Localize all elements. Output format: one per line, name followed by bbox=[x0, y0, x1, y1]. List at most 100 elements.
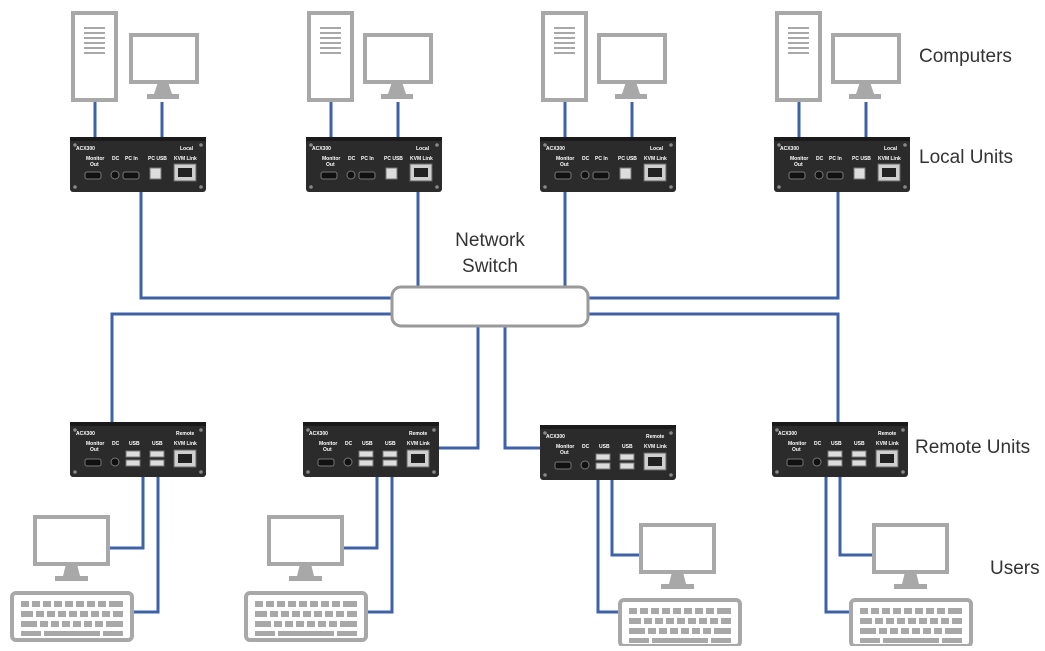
computer-4 bbox=[775, 11, 901, 102]
tower-icon bbox=[541, 11, 588, 102]
port-label-dc: DC bbox=[582, 156, 590, 162]
remote-units-row: ACX300 Remote Monitor Out DC USB USB KVM… bbox=[70, 422, 908, 480]
usb-b-port-icon bbox=[149, 167, 162, 180]
cable-computer-4-to-local-4 bbox=[797, 100, 868, 137]
hdmi-port-icon bbox=[122, 171, 140, 180]
user-4 bbox=[849, 523, 973, 648]
port-label-dc: DC bbox=[112, 441, 120, 447]
cables bbox=[93, 100, 874, 614]
port-label-usb: USB bbox=[599, 444, 610, 450]
cable-local-1-to-switch bbox=[139, 192, 392, 300]
hdmi-port-icon bbox=[826, 171, 844, 180]
dc-port-icon bbox=[110, 170, 120, 180]
port-label-usb: USB bbox=[854, 441, 865, 447]
port-label-monitor-out: Out bbox=[90, 162, 99, 168]
port-label-kvm-link: KVM Link bbox=[174, 441, 197, 447]
computer-1 bbox=[71, 11, 199, 102]
cable-remote-1-to-user-1 bbox=[110, 476, 160, 614]
port-label-monitor: Monitor bbox=[556, 444, 574, 450]
port-label-monitor-out: Out bbox=[794, 162, 803, 168]
keyboard-icon bbox=[618, 598, 742, 648]
port-label-monitor: Monitor bbox=[556, 156, 574, 162]
hdmi-port-icon bbox=[317, 458, 335, 467]
port-label-monitor: Monitor bbox=[788, 441, 806, 447]
port-label-dc: DC bbox=[816, 156, 824, 162]
device-type-text: Remote bbox=[646, 434, 665, 440]
local-unit-2: ACX300 Local Monitor Out DC PC In PC USB… bbox=[306, 137, 442, 192]
user-3 bbox=[618, 523, 742, 648]
device-model-text: ACX300 bbox=[76, 431, 95, 437]
local-units-row: ACX300 Local Monitor Out DC PC In PC USB… bbox=[70, 137, 910, 192]
network-switch-label: Network Switch bbox=[430, 228, 550, 280]
device-model-text: ACX300 bbox=[546, 434, 565, 440]
remote-unit-3: ACX300 Remote Monitor Out DC USB USB KVM… bbox=[540, 425, 676, 480]
port-label-usb: USB bbox=[831, 441, 842, 447]
dc-port-icon bbox=[580, 170, 590, 180]
cable-switch-to-remote-4 bbox=[588, 312, 840, 422]
port-label-usb: USB bbox=[385, 441, 396, 447]
device-model-text: ACX300 bbox=[778, 431, 797, 437]
tower-icon bbox=[71, 11, 118, 102]
usb-a-port-icon bbox=[382, 459, 398, 467]
monitor-icon bbox=[639, 523, 716, 589]
port-label-kvm-link: KVM Link bbox=[644, 444, 667, 450]
device-type-text: Local bbox=[180, 146, 194, 152]
cable-remote-3-to-user-3 bbox=[596, 480, 641, 614]
port-label-dc: DC bbox=[582, 444, 590, 450]
cable-remote-4-to-user-4 bbox=[824, 476, 874, 614]
port-label-pc-usb: PC USB bbox=[148, 156, 167, 162]
usb-a-port-icon bbox=[827, 459, 843, 467]
device-model-text: ACX300 bbox=[312, 146, 331, 152]
port-label-pc-usb: PC USB bbox=[618, 156, 637, 162]
cable-computer-1-to-local-1 bbox=[93, 100, 164, 137]
usb-b-port-icon bbox=[619, 167, 632, 180]
remote-unit-1: ACX300 Remote Monitor Out DC USB USB KVM… bbox=[70, 422, 206, 477]
monitor-icon bbox=[129, 33, 199, 99]
port-label-monitor-out: Out bbox=[792, 447, 801, 453]
device-type-text: Remote bbox=[878, 431, 897, 437]
port-label-monitor-out: Out bbox=[326, 162, 335, 168]
port-label-monitor: Monitor bbox=[322, 156, 340, 162]
dc-port-icon bbox=[346, 170, 356, 180]
monitor-icon bbox=[267, 515, 344, 581]
port-label-usb: USB bbox=[362, 441, 373, 447]
hdmi-port-icon bbox=[554, 461, 572, 470]
usb-a-port-icon bbox=[125, 450, 141, 458]
local-units-label: Local Units bbox=[919, 147, 1013, 168]
remote-units-label: Remote Units bbox=[915, 437, 1031, 458]
hdmi-port-icon bbox=[320, 171, 338, 180]
user-1 bbox=[10, 515, 134, 642]
port-label-kvm-link: KVM Link bbox=[878, 156, 901, 162]
usb-a-port-icon bbox=[827, 450, 843, 458]
port-label-pc-in: PC In bbox=[829, 156, 842, 162]
port-label-usb: USB bbox=[129, 441, 140, 447]
port-label-pc-usb: PC USB bbox=[384, 156, 403, 162]
device-type-text: Local bbox=[884, 146, 898, 152]
tower-icon bbox=[775, 11, 822, 102]
local-unit-1: ACX300 Local Monitor Out DC PC In PC USB… bbox=[70, 137, 206, 192]
monitor-icon bbox=[831, 33, 901, 99]
usb-a-port-icon bbox=[149, 450, 165, 458]
port-label-monitor-out: Out bbox=[560, 450, 569, 456]
port-label-monitor: Monitor bbox=[86, 441, 104, 447]
keyboard-icon bbox=[10, 591, 134, 642]
port-label-dc: DC bbox=[112, 156, 120, 162]
usb-a-port-icon bbox=[382, 450, 398, 458]
cable-computer-2-to-local-2 bbox=[329, 100, 400, 137]
usb-b-port-icon bbox=[853, 167, 866, 180]
hdmi-port-icon bbox=[786, 458, 804, 467]
cable-switch-to-remote-3 bbox=[503, 326, 545, 450]
keyboard-icon bbox=[244, 591, 368, 642]
network-switch-label-line1: Network bbox=[455, 230, 525, 251]
port-label-monitor: Monitor bbox=[86, 156, 104, 162]
cable-switch-to-remote-2 bbox=[433, 326, 480, 450]
port-label-kvm-link: KVM Link bbox=[876, 441, 899, 447]
port-label-dc: DC bbox=[348, 156, 356, 162]
tower-icon bbox=[307, 11, 354, 102]
users-label: Users bbox=[990, 558, 1040, 579]
port-label-monitor: Monitor bbox=[790, 156, 808, 162]
usb-a-port-icon bbox=[358, 459, 374, 467]
port-label-dc: DC bbox=[814, 441, 822, 447]
dc-port-icon bbox=[580, 460, 590, 470]
